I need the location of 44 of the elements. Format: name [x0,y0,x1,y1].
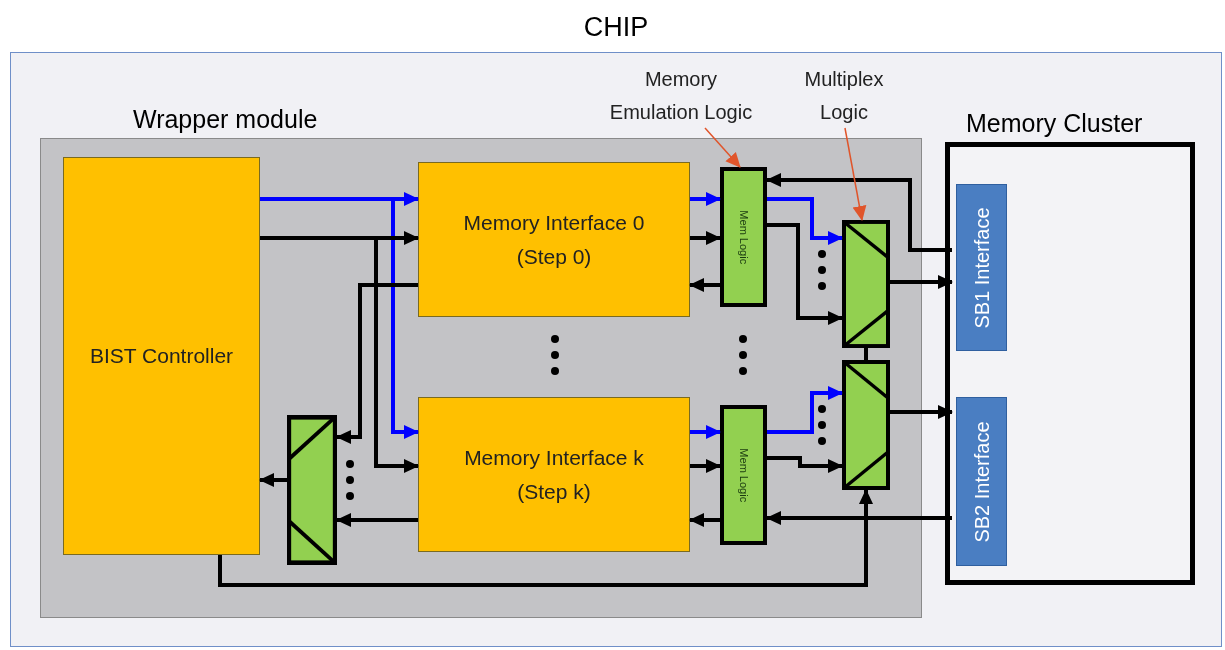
leader-line [844,127,867,221]
module-heading: Wrapper module [133,104,318,135]
box-label: Memory Interface 0 (Step 0) [462,209,646,270]
arrow [336,513,418,527]
arrow [767,456,843,473]
arrow [689,513,720,527]
arrow [218,489,873,587]
block-label: Mem Logic [736,210,751,264]
multiplexer-symbol [842,220,890,348]
arrow [689,278,720,292]
logic-block [720,405,767,545]
arrow [690,231,721,245]
arrow [690,459,721,473]
process-box [418,397,690,552]
multiplexer-symbol [287,415,337,565]
arrow [260,236,419,473]
arrow [767,386,843,434]
callout-text: Memory Emulation Logic [608,67,754,125]
cluster-heading: Memory Cluster [966,108,1143,139]
process-box [63,157,260,555]
arrow [890,405,953,419]
arrow [259,473,287,487]
arrow [767,223,843,325]
arrow [766,511,952,525]
callout-text: Multiplex Logic [803,67,885,125]
arrow [690,425,721,439]
block-label: Mem Logic [736,448,751,502]
box-label: BIST Controller [89,343,234,369]
interface-label: SB2 Interface [969,420,994,543]
arrow [766,173,952,252]
process-box [418,162,690,317]
arrow [690,192,721,206]
chip-heading: CHIP [583,11,649,44]
arrow [767,197,843,245]
interface-label: SB1 Interface [969,206,994,329]
multiplexer-symbol [842,360,890,490]
arrow [890,275,953,289]
interface-block [956,397,1007,566]
arrow [260,197,419,439]
interface-block [956,184,1007,351]
logic-block [720,167,767,307]
box-label: Memory Interface k (Step k) [463,444,645,505]
arrow [336,283,418,444]
leader-line [704,127,741,168]
